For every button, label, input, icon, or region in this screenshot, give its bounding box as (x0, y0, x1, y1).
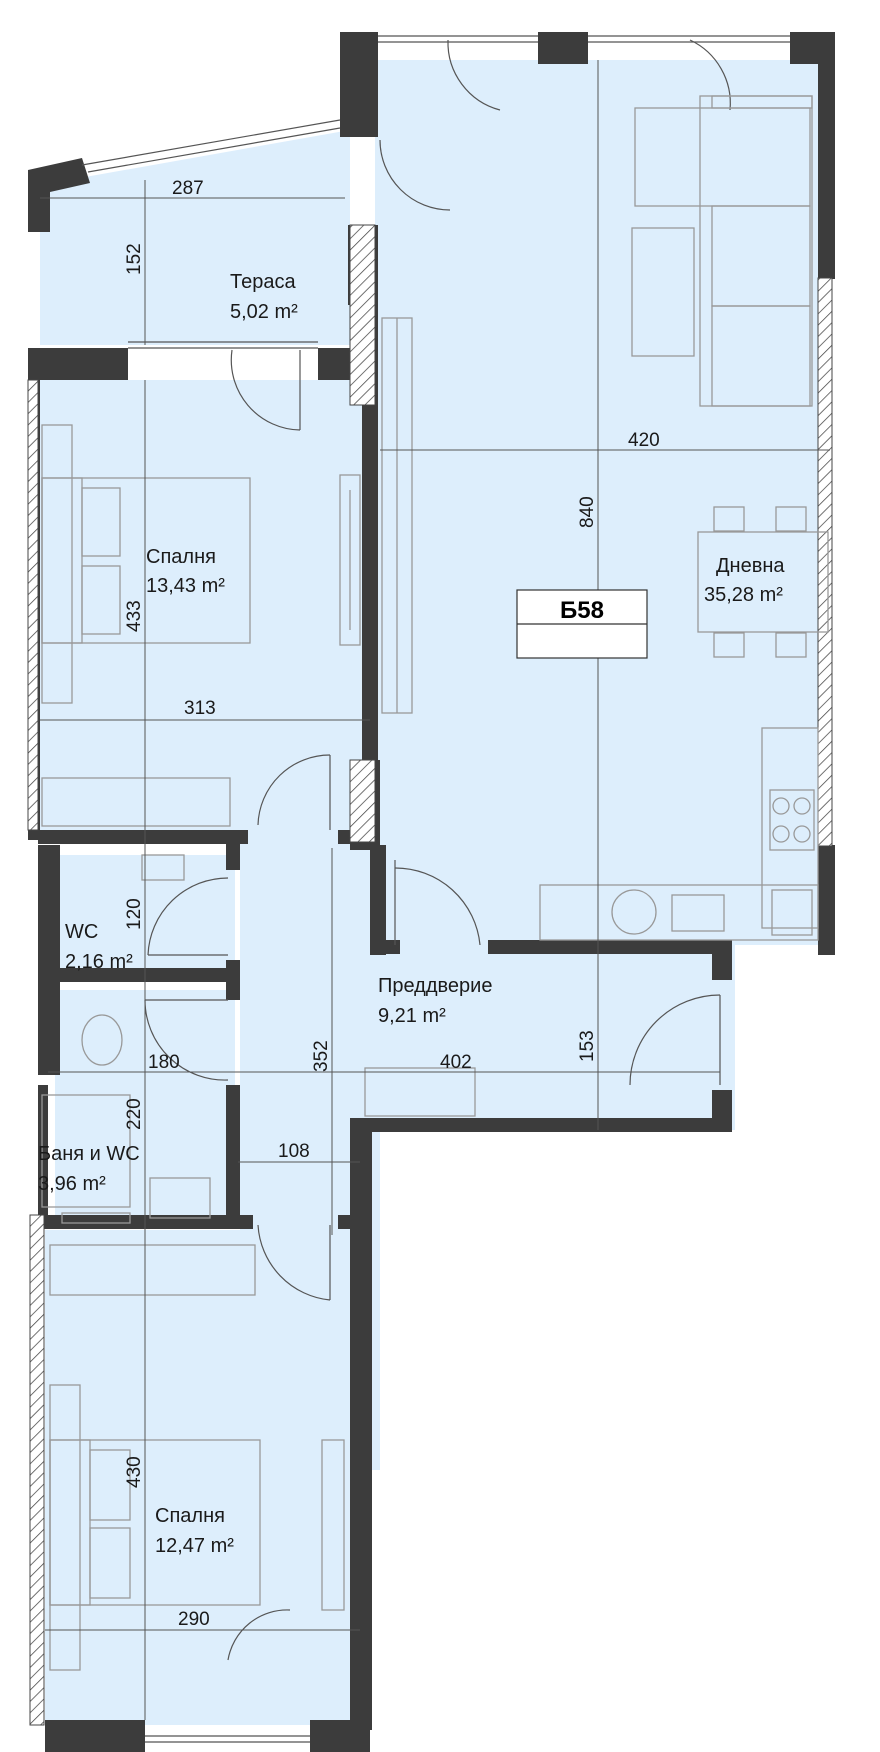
wall-kitchen-corner (712, 940, 732, 980)
hall-closet (364, 1067, 476, 1117)
dining-table (697, 531, 829, 633)
dim-bath-w: 180 (148, 1052, 180, 1073)
unit-code-box: Б58 (516, 589, 648, 659)
hatch-bed1-living-lower (349, 759, 376, 843)
bath-sink (149, 1177, 211, 1219)
dim-hall-h2: 153 (577, 1030, 598, 1062)
dim-bed2-w: 290 (178, 1609, 210, 1630)
bedroom2-name: Спалня (155, 1505, 225, 1527)
hall-name: Преддверие (378, 975, 492, 997)
kitchen-counter-right (761, 727, 819, 929)
kitchen-counter-bottom (539, 884, 819, 941)
tv-unit-2 (321, 1439, 345, 1611)
hall-area: 9,21 m² (378, 1005, 446, 1027)
dim-hall-h: 352 (311, 1040, 332, 1072)
hatch-left-bed2 (29, 1214, 45, 1726)
bedroom2-floor (45, 1230, 350, 1725)
cooktop (769, 789, 815, 851)
doors (144, 39, 731, 1661)
wall-living-lower (370, 845, 386, 955)
wall-kitchen-bottom (488, 940, 728, 954)
wall-right-bottom (818, 845, 835, 955)
furniture (41, 95, 829, 1671)
wall-terrace-left-cap (28, 158, 90, 232)
wc-basin (141, 854, 185, 881)
hatched-walls (27, 224, 833, 1726)
bath-bench (61, 1212, 131, 1224)
closet-2 (49, 1244, 256, 1296)
wall-living-stub (370, 940, 400, 954)
walls (28, 32, 835, 1752)
dim-living-w: 420 (628, 430, 660, 451)
bedroom1-area: 13,43 m² (146, 575, 225, 597)
bath-area: 3,96 m² (38, 1173, 106, 1195)
living-name: Дневна (716, 555, 785, 577)
dim-hall-w: 402 (440, 1052, 472, 1073)
hall-floor (350, 945, 735, 1130)
living-area: 35,28 m² (704, 584, 783, 606)
wc-area: 2,16 m² (65, 951, 133, 973)
wall-bed1-bottom-post (226, 840, 240, 870)
dim-terrace-w: 287 (172, 178, 204, 199)
terrace-area: 5,02 m² (230, 301, 298, 323)
windows (81, 35, 790, 1743)
sink (671, 894, 725, 932)
hatch-left-bed1 (27, 379, 39, 831)
dim-bed1-w: 313 (184, 698, 216, 719)
wall-bath-left (38, 1085, 48, 1225)
wall-top-mid-1 (538, 32, 588, 64)
dim-wc-h: 120 (124, 898, 145, 930)
hatch-bed1-living-upper (349, 224, 376, 406)
wall-left-outer (38, 845, 60, 1075)
wall-top-right (790, 32, 835, 64)
dim-bed1-h: 433 (124, 600, 145, 632)
washer (611, 889, 657, 935)
dim-bath-h: 220 (124, 1098, 145, 1130)
wall-wc-post (226, 960, 240, 1000)
wall-bed2-bottom-right (310, 1720, 370, 1752)
floor-areas (40, 60, 830, 1725)
wall-terrace-bottom-left (28, 348, 128, 380)
wall-bath-right (226, 1085, 240, 1225)
tv-unit-1 (339, 474, 361, 646)
dim-bed2-h: 430 (124, 1456, 145, 1488)
wall-right-hall-lower (712, 1090, 732, 1120)
coffee-table (631, 227, 695, 357)
wc-name: WC (65, 921, 98, 943)
wall-right-top (818, 64, 835, 279)
terrace-floor (40, 130, 350, 345)
wall-bed1-living (362, 305, 378, 765)
living-floor (375, 60, 830, 945)
wall-wc-bottom (38, 968, 238, 982)
bedroom2-area: 12,47 m² (155, 1535, 234, 1557)
hatch-right-upper (817, 277, 833, 847)
closet-1 (41, 777, 231, 827)
wall-top-left-pillar (340, 32, 378, 137)
toilet (81, 1014, 123, 1066)
wall-corridor-right (350, 1118, 372, 1730)
dim-terrace-h: 152 (124, 243, 145, 275)
bedroom1-floor (40, 380, 370, 840)
dim-corridor-w: 108 (278, 1141, 310, 1162)
bedroom1-name: Спалня (146, 546, 216, 568)
shower (41, 1094, 131, 1208)
wall-hall-bottom (352, 1118, 732, 1132)
dim-living-h: 840 (577, 496, 598, 528)
fridge (771, 889, 813, 936)
wall-corridor-stub (338, 1215, 352, 1229)
bath-name: Баня и WC (38, 1143, 140, 1165)
wall-bed1-bottom-left (38, 830, 248, 844)
unit-code: Б58 (560, 597, 604, 624)
terrace-name: Тераса (230, 271, 296, 293)
wall-bed2-bottom-left (45, 1720, 145, 1752)
